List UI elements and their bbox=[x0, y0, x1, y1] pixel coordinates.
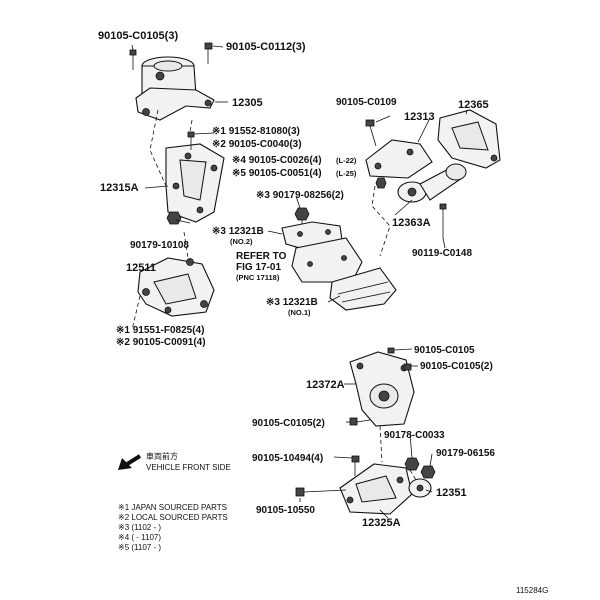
insulator-12351 bbox=[408, 478, 432, 498]
nut-90179-10108 bbox=[166, 211, 182, 225]
label-90178-C0033: 90178-C0033 bbox=[384, 430, 445, 441]
label-90179-10108: 90179-10108 bbox=[130, 240, 189, 251]
rod-12363A bbox=[397, 163, 467, 203]
bracket-12325A bbox=[339, 463, 413, 515]
label-91552-81080: ※1 91552-81080(3) bbox=[212, 126, 300, 137]
label-12321B-no2: ※3 12321B bbox=[212, 226, 264, 237]
label-12305: 12305 bbox=[232, 97, 263, 109]
label-90105-C0105-2-left: 90105-C0105(2) bbox=[252, 418, 325, 429]
bolt-90119-C0148 bbox=[439, 203, 447, 238]
legend-item-5: ※5 (1107 - ) bbox=[118, 543, 161, 552]
legend-item-3: ※3 (1102 - ) bbox=[118, 523, 161, 532]
bracket-12372A bbox=[349, 351, 415, 427]
label-no2: (NO.2) bbox=[230, 237, 253, 246]
label-pnc-17118: (PNC 17118) bbox=[236, 273, 280, 282]
label-90105-C0091: ※2 90105-C0091(4) bbox=[116, 337, 206, 348]
bolt-90105-C0109 bbox=[365, 119, 377, 147]
label-vehicle-front-en: VEHICLE FRONT SIDE bbox=[146, 463, 231, 472]
label-90105-10494: 90105-10494(4) bbox=[252, 453, 323, 464]
bolt-90105-C0112-top bbox=[204, 42, 213, 64]
label-90105-10550: 90105-10550 bbox=[256, 505, 315, 516]
label-90105-C0051: ※5 90105-C0051(4) bbox=[232, 168, 322, 179]
label-12313: 12313 bbox=[404, 111, 435, 123]
legend-item-4: ※4 ( - 1107) bbox=[118, 533, 161, 542]
bolt-90105-C0105-top bbox=[129, 49, 137, 70]
label-fig-17-01: FIG 17-01 bbox=[236, 262, 281, 273]
label-90105-C0105-2-right: 90105-C0105(2) bbox=[420, 361, 493, 372]
label-12315A: 12315A bbox=[100, 182, 139, 194]
legend-item-1: ※1 JAPAN SOURCED PARTS bbox=[118, 503, 227, 512]
engine-mount-12305 bbox=[135, 56, 215, 121]
nut-90179-08256 bbox=[294, 207, 310, 221]
bracket-12315A bbox=[165, 143, 225, 223]
label-90105-C0109: 90105-C0109 bbox=[336, 97, 397, 108]
label-90119-C0148: 90119-C0148 bbox=[412, 248, 472, 259]
bolt-90105-C0105-right bbox=[387, 347, 395, 354]
legend-item-2: ※2 LOCAL SOURCED PARTS bbox=[118, 513, 228, 522]
label-90105-C0040: ※2 90105-C0040(3) bbox=[212, 139, 302, 150]
label-90179-06156: 90179-06156 bbox=[436, 448, 495, 459]
label-12321B-no1: ※3 12321B bbox=[266, 297, 318, 308]
mount-12511 bbox=[137, 257, 215, 317]
bolts-90105-10494 bbox=[351, 455, 360, 476]
label-12511: 12511 bbox=[126, 262, 156, 274]
bolt-90105-C0105-2-right bbox=[403, 363, 412, 371]
nut-90178-C0033 bbox=[404, 457, 420, 471]
label-90105-C0105-right: 90105-C0105 bbox=[414, 345, 475, 356]
bolt-90105-10550 bbox=[295, 487, 347, 497]
bracket-12365 bbox=[437, 109, 501, 169]
label-12372A: 12372A bbox=[306, 379, 345, 391]
label-refer-to: REFER TO bbox=[236, 251, 287, 262]
label-90105-C0026-note: (L-22) bbox=[336, 156, 357, 165]
label-90105-C0105-3-top: 90105-C0105(3) bbox=[98, 30, 178, 42]
label-90105-C0026: ※4 90105-C0026(4) bbox=[232, 155, 322, 166]
figure-id: 115284G bbox=[516, 586, 548, 595]
label-91551-F0825: ※1 91551-F0825(4) bbox=[116, 325, 204, 336]
vehicle-front-arrow-icon bbox=[118, 454, 142, 470]
label-90105-C0051-note: (L-25) bbox=[336, 169, 357, 178]
label-no1: (NO.1) bbox=[288, 308, 311, 317]
bolt-91552-81080 bbox=[187, 131, 195, 150]
shield-12321B-no1 bbox=[329, 267, 397, 311]
label-12363A: 12363A bbox=[392, 217, 431, 229]
legend: ※1 JAPAN SOURCED PARTS ※2 LOCAL SOURCED … bbox=[118, 503, 228, 552]
label-12325A: 12325A bbox=[362, 517, 401, 529]
label-vehicle-front-jp: 車両前方 bbox=[146, 451, 178, 461]
label-12365: 12365 bbox=[458, 99, 489, 111]
label-12351: 12351 bbox=[436, 487, 467, 499]
bracket-12313 bbox=[365, 139, 433, 179]
nut-90179-06156 bbox=[420, 465, 436, 479]
nut-12313 bbox=[375, 177, 387, 189]
bolt-90105-C0105-2-left bbox=[349, 417, 371, 426]
label-90105-C0112-3: 90105-C0112(3) bbox=[226, 41, 306, 53]
label-90179-08256: ※3 90179-08256(2) bbox=[256, 190, 344, 201]
